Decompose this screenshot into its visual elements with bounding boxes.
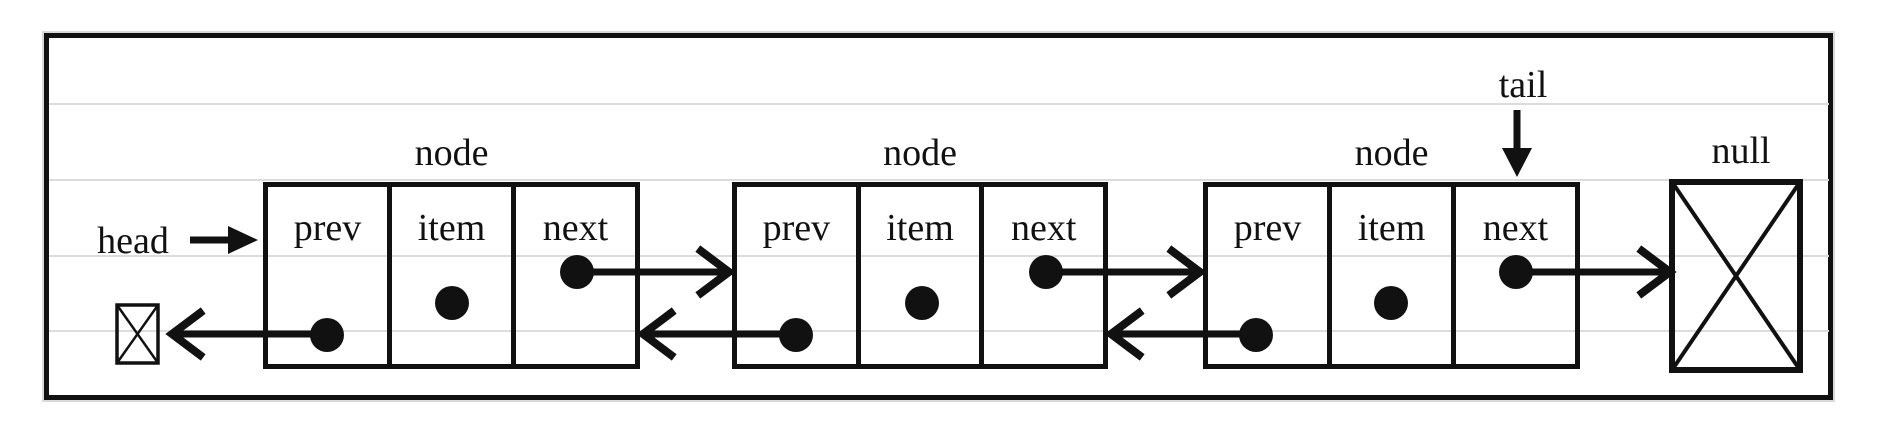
node-1: prev item next	[263, 182, 640, 369]
prev-field-label: prev	[293, 207, 362, 249]
item-field-label: item	[1357, 207, 1426, 249]
node-1-title: node	[414, 132, 489, 174]
node-3-item-cell: item	[1332, 187, 1456, 364]
prev-field-label: prev	[762, 207, 831, 249]
gridline	[49, 330, 1829, 332]
node-3: prev item next	[1203, 182, 1580, 369]
node-1-next-cell: next	[516, 187, 635, 364]
gridline	[49, 179, 1829, 181]
node-1-prev-cell: prev	[268, 187, 392, 364]
head-pointer-label: head	[97, 220, 169, 262]
next-field-label: next	[1010, 207, 1077, 249]
null-label: null	[1711, 130, 1771, 172]
tail-pointer-label: tail	[1498, 64, 1548, 106]
prev-field-label: prev	[1233, 207, 1302, 249]
node-2-next-cell: next	[984, 187, 1103, 364]
next-field-label: next	[1482, 207, 1549, 249]
diagram-border	[42, 31, 1835, 402]
node-1-item-cell: item	[392, 187, 516, 364]
gridline	[49, 103, 1829, 105]
node-2-item-cell: item	[861, 187, 985, 364]
gridline	[49, 255, 1829, 257]
next-field-label: next	[542, 207, 609, 249]
item-field-label: item	[417, 207, 486, 249]
node-2-prev-cell: prev	[737, 187, 861, 364]
item-field-label: item	[886, 207, 954, 249]
node-2-title: node	[883, 132, 957, 174]
node-3-title: node	[1354, 132, 1429, 174]
node-3-prev-cell: prev	[1208, 187, 1332, 364]
node-2: prev item next	[732, 182, 1108, 369]
node-3-next-cell: next	[1456, 187, 1575, 364]
